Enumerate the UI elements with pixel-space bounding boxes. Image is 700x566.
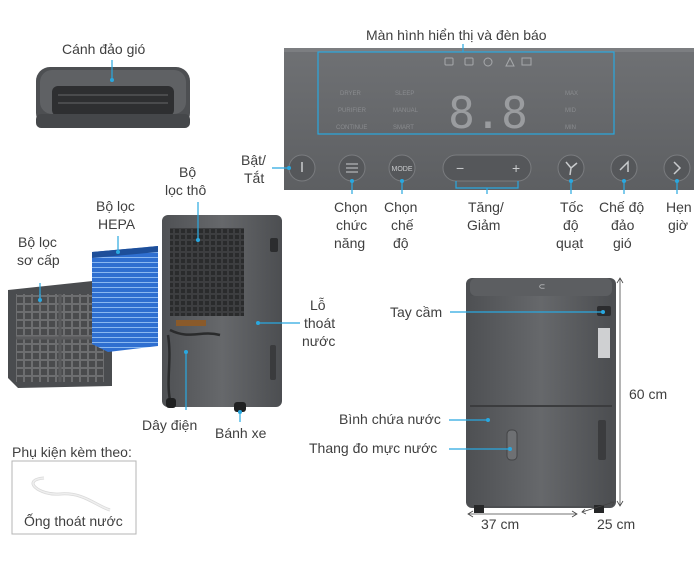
mode-continue: CONTINUE [336,125,367,131]
accessory-box [11,460,137,535]
label-adjust-1: Tăng/ [468,199,504,215]
label-water-level: Thang đo mực nước [309,440,438,456]
label-power-1: Bật/ [241,152,266,168]
function-button[interactable] [338,154,366,182]
hepa-filter-image [92,246,158,352]
display-highlight [317,51,615,135]
svg-text:⊂: ⊂ [539,282,546,291]
label-power-cord: Dây điện [142,417,198,433]
svg-text:MODE: MODE [392,166,413,173]
plus-icon: + [512,160,520,176]
seven-segment-display: 8.8 [448,88,527,139]
panel-pointers [272,44,679,194]
power-button[interactable] [288,154,316,182]
label-fan-speed-1: Tốc [560,199,584,215]
mode-sleep: SLEEP [395,91,414,97]
label-mode-1: Chọn [384,199,418,215]
label-adjust-2: Giảm [467,217,501,233]
label-timer-2: giờ [668,217,689,233]
label-fan-speed-2: độ [563,217,579,233]
pre-filter-image [8,280,112,388]
mode-dryer: DRYER [340,91,362,97]
label-mode-2: chế [391,217,414,233]
fan-max: MAX [565,91,578,97]
label-coarse-filter-1: Bộ [179,164,197,180]
indicator-icons [444,56,532,67]
mode-button[interactable]: MODE [388,154,416,182]
label-coarse-filter-2: lọc thô [165,182,207,198]
dimension-depth: 25 cm [597,516,636,532]
label-pre-filter-2: sơ cấp [17,252,60,268]
control-panel-image: DRYER PURIFIER CONTINUE SLEEP MANUAL SMA… [284,48,694,190]
label-hepa-2: HEPA [98,216,136,232]
label-swing-2: đảo [611,217,635,233]
main-unit-pointers [449,310,605,451]
label-function-1: Chọn [334,199,368,215]
label-handle: Tay cầm [390,304,443,320]
fan-min: MIN [565,125,576,131]
mode-manual: MANUAL [393,108,419,114]
label-pre-filter-1: Bộ lọc [18,234,57,250]
chevron-right-icon [673,161,682,175]
label-timer-1: Hẹn [666,199,692,215]
label-drain-hole-3: nước [302,333,336,349]
dimension-height: 60 cm [629,386,668,402]
minus-icon: − [456,160,464,176]
increase-decrease-button[interactable]: − + [442,154,532,182]
swing-button[interactable] [610,154,638,182]
dimension-lines [467,277,624,518]
open-unit-pointers [184,202,300,422]
label-swing-3: gió [613,235,632,251]
label-wheels: Bánh xe [215,425,267,441]
label-hepa-1: Bộ lọc [96,198,135,214]
open-unit-image [162,215,282,412]
label-power-2: Tắt [244,170,265,186]
label-mode-3: độ [393,235,409,251]
label-drain-hose: Ống thoát nước [24,513,123,529]
label-swing-1: Chế độ [599,199,645,215]
label-air-deflector: Cánh đảo gió [62,41,146,57]
timer-button[interactable] [663,154,691,182]
label-function-3: năng [334,235,366,251]
label-water-tank: Bình chứa nước [339,411,441,427]
fan-mid: MID [565,108,577,114]
label-fan-speed-3: quạt [556,235,584,251]
dimension-width: 37 cm [481,516,520,532]
fan-speed-button[interactable] [557,154,585,182]
label-drain-hole-2: thoát [304,315,336,331]
label-accessories: Phụ kiện kèm theo: [12,444,132,460]
mode-smart: SMART [393,125,414,131]
mode-purifier: PURIFIER [338,108,367,114]
main-unit-image: ⊂ [466,278,616,513]
label-drain-hole-1: Lỗ [310,297,326,313]
label-display-panel: Màn hình hiển thị và đèn báo [366,27,547,43]
label-function-2: chức [336,217,368,233]
fan-icon [565,161,578,176]
air-deflector-image [36,67,190,128]
swing-icon [619,160,629,172]
